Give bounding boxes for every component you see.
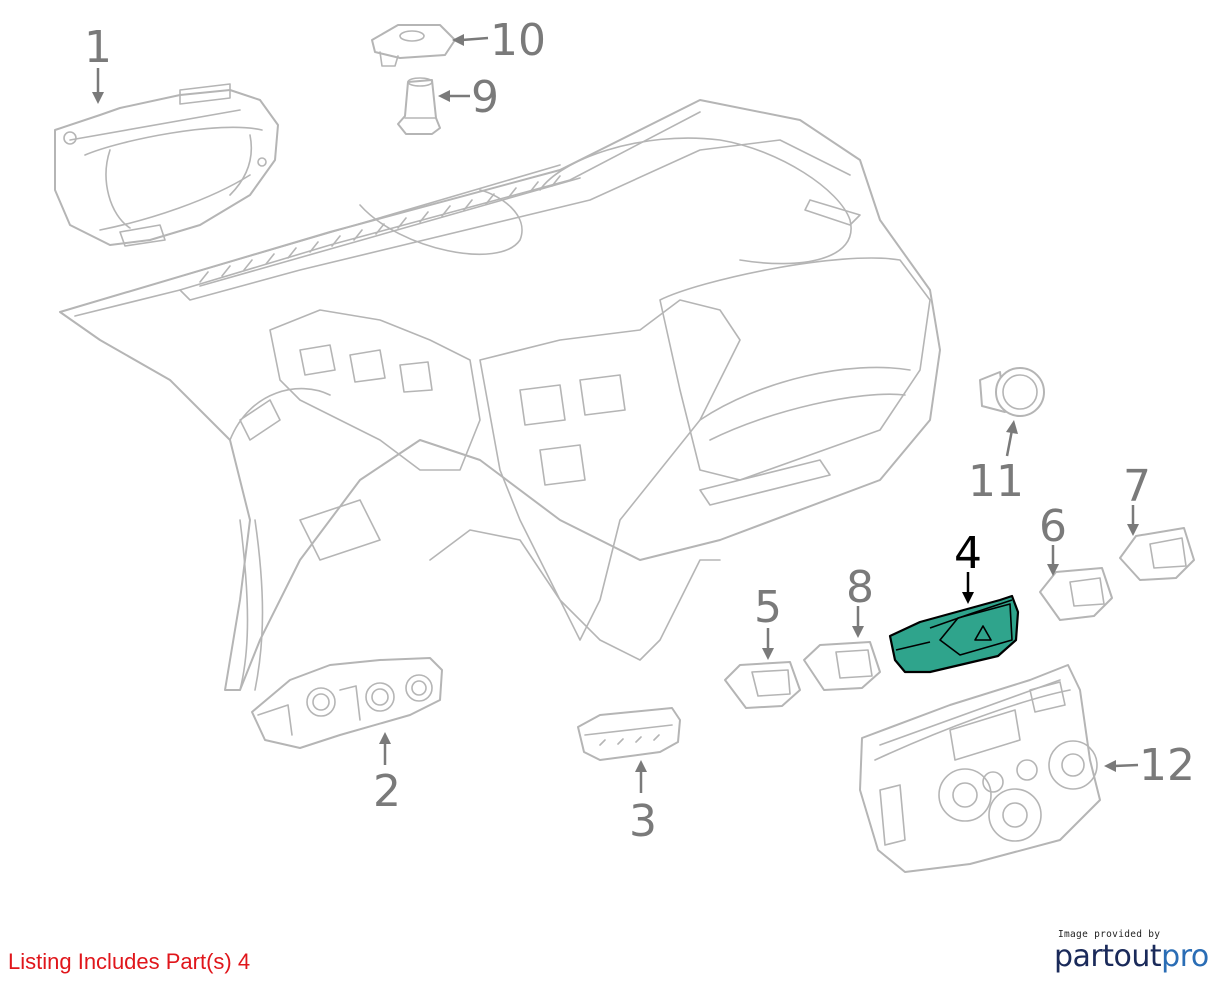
part-1-instrument-cluster bbox=[54, 83, 279, 247]
callout-12: 12 bbox=[1139, 740, 1195, 791]
part-6-switch bbox=[1039, 567, 1113, 621]
part-8-switch bbox=[803, 641, 881, 691]
instrument-panel bbox=[59, 99, 941, 691]
logo-text-pro: pro bbox=[1161, 939, 1209, 974]
callout-4: 4 bbox=[954, 528, 982, 579]
part-12-climate-control-panel bbox=[859, 664, 1101, 873]
part-3-switch-bank bbox=[577, 707, 681, 761]
image-credit: Image provided by partoutpro bbox=[1054, 929, 1209, 974]
callout-9: 9 bbox=[471, 72, 499, 123]
part-2-switch-panel bbox=[251, 657, 443, 749]
callout-5: 5 bbox=[754, 582, 782, 633]
callout-10: 10 bbox=[490, 15, 546, 66]
callout-3: 3 bbox=[629, 796, 657, 847]
credit-caption: Image provided by bbox=[1058, 929, 1161, 940]
part-7-switch bbox=[1119, 527, 1195, 581]
logo-text-partout: partout bbox=[1054, 939, 1162, 974]
callout-7: 7 bbox=[1123, 461, 1151, 512]
callout-2: 2 bbox=[373, 766, 401, 817]
partoutpro-logo: partoutpro bbox=[1054, 939, 1209, 974]
part-10-bracket bbox=[371, 24, 456, 67]
listing-includes-label: Listing Includes Part(s) 4 bbox=[8, 949, 251, 974]
part-11-button bbox=[979, 367, 1045, 417]
callout-8: 8 bbox=[846, 562, 874, 613]
part-9-sensor bbox=[397, 77, 441, 135]
callout-6: 6 bbox=[1039, 501, 1067, 552]
callout-11: 11 bbox=[968, 456, 1024, 507]
callout-arrows bbox=[92, 34, 1139, 793]
part-5-switch bbox=[724, 661, 801, 709]
part-4-hazard-switch bbox=[888, 594, 1020, 674]
callout-1: 1 bbox=[84, 22, 112, 73]
